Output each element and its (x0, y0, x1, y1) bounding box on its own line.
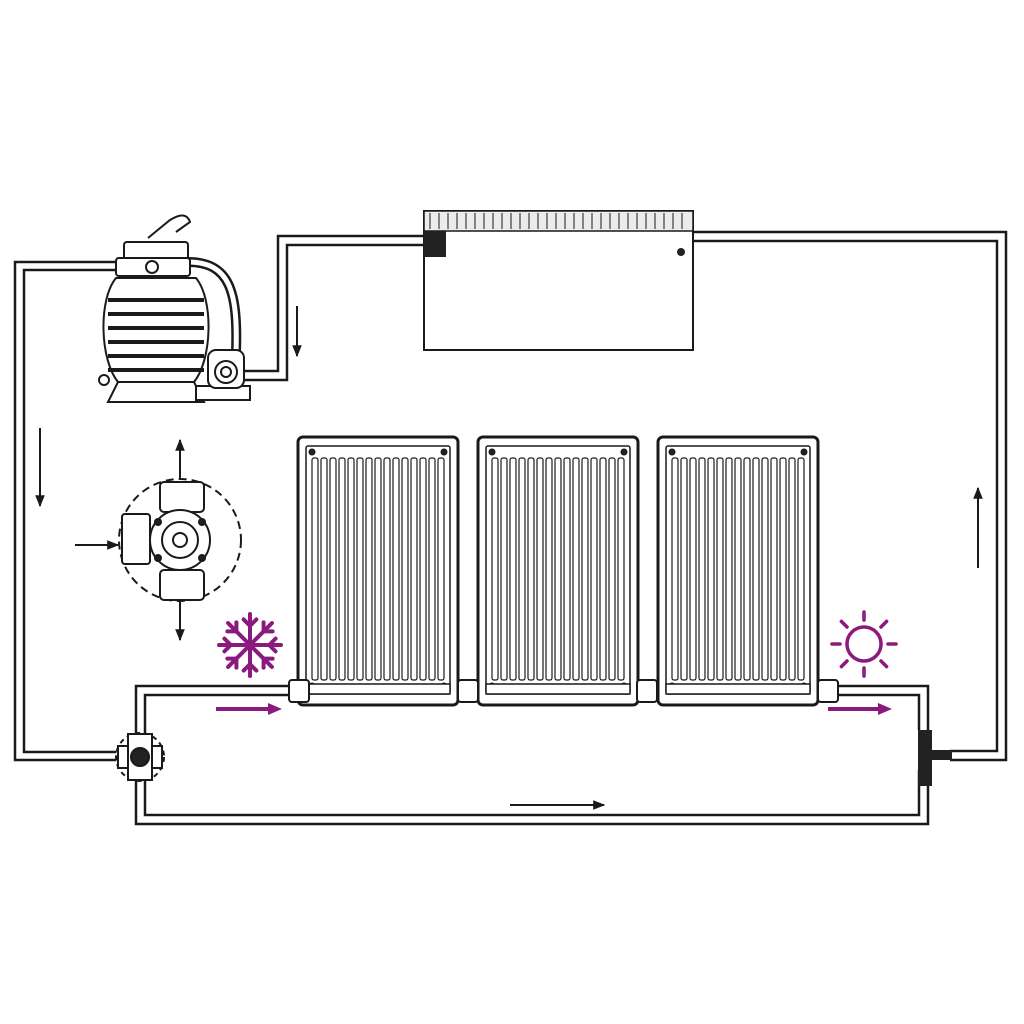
panel-tube (617, 457, 625, 681)
panel-tube (743, 457, 751, 681)
filter-handle (147, 214, 192, 239)
panel-tube (770, 457, 778, 681)
panel-tube (329, 457, 337, 681)
panel-tube (707, 457, 715, 681)
panel-tube (419, 457, 427, 681)
panel-tube (563, 457, 571, 681)
panel-tube (410, 457, 418, 681)
panel-tube (698, 457, 706, 681)
pipe-pump-to-pool (244, 234, 424, 382)
pipe-filter-to-valve (13, 260, 122, 762)
pool-basin (423, 210, 694, 351)
pool-skimmer (424, 231, 446, 257)
panel-tube (572, 457, 580, 681)
filter-tank-ribs (108, 298, 204, 372)
filter-base (106, 381, 206, 403)
panel-tube (356, 457, 364, 681)
arrow-hot-outflow (828, 703, 892, 715)
panel-tube (338, 457, 346, 681)
filter-drain-cap (98, 374, 110, 386)
panel-tube (509, 457, 517, 681)
panel-tube (374, 457, 382, 681)
panel-tube (518, 457, 526, 681)
panel-tube (401, 457, 409, 681)
solar-panel (656, 435, 820, 707)
panel-tube (788, 457, 796, 681)
panel-tube (608, 457, 616, 681)
panel-tube (689, 457, 697, 681)
panel-tube (671, 457, 679, 681)
panel-tube (581, 457, 589, 681)
panel-tube (527, 457, 535, 681)
panel-tube (500, 457, 508, 681)
panel-tube (734, 457, 742, 681)
pool-return-jet (677, 248, 685, 256)
panel-tube (797, 457, 805, 681)
panel-tube (347, 457, 355, 681)
temperature-indicators (216, 610, 898, 715)
panel-tube (311, 457, 319, 681)
panel-tube (383, 457, 391, 681)
panel-tube (536, 457, 544, 681)
panel-tube (590, 457, 598, 681)
return-connector (918, 730, 952, 786)
panel-tube (392, 457, 400, 681)
arrow-cold-inflow (216, 703, 282, 715)
panel-tube (752, 457, 760, 681)
three-way-valve (115, 732, 165, 782)
panel-connector (457, 679, 479, 703)
panel-tube (680, 457, 688, 681)
sand-filter-pump (98, 214, 251, 403)
panel-connector (636, 679, 658, 703)
panel-tube (554, 457, 562, 681)
solar-panel (296, 435, 460, 707)
panel-tube (428, 457, 436, 681)
panel-tube (491, 457, 499, 681)
pipe-pool-return (693, 230, 1008, 762)
panel-tube (320, 457, 328, 681)
panel-tube (365, 457, 373, 681)
pool-coping-tiles (429, 213, 683, 229)
panel-connector (817, 679, 839, 703)
flow-arrows (35, 306, 983, 810)
panel-connector (288, 679, 310, 703)
panel-tube (725, 457, 733, 681)
panel-tube (599, 457, 607, 681)
pipe-bypass-loop (134, 770, 930, 826)
solar-panels (288, 435, 839, 707)
solar-panel (476, 435, 640, 707)
pool-coping (423, 210, 694, 232)
panel-tube (437, 457, 445, 681)
sun-icon (830, 610, 898, 678)
valve-detail-callout (118, 478, 242, 602)
panel-tube (779, 457, 787, 681)
panel-tube (545, 457, 553, 681)
panel-tube (761, 457, 769, 681)
snowflake-icon (217, 612, 283, 678)
panel-tube (716, 457, 724, 681)
